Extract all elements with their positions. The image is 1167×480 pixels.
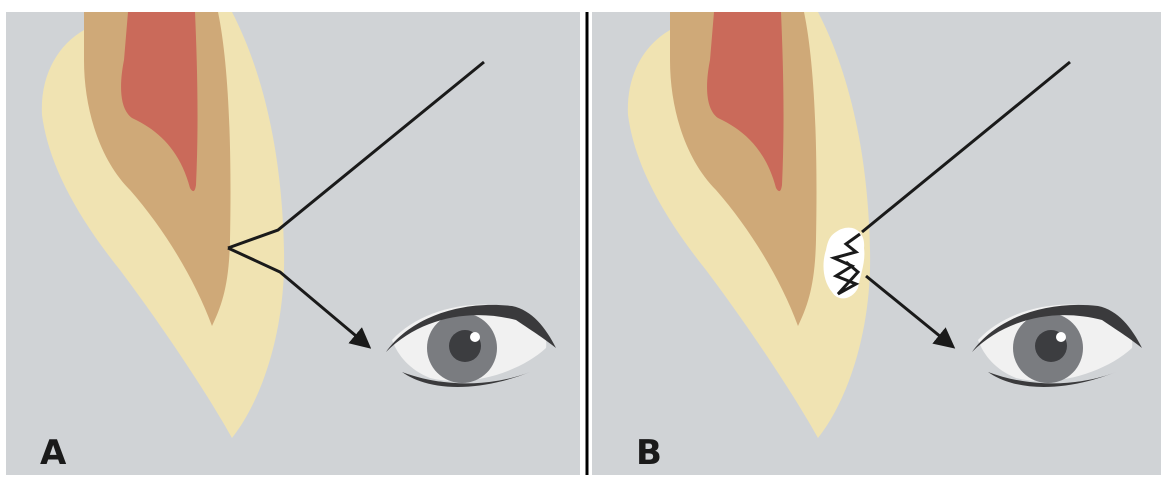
panel-b (592, 12, 1161, 475)
panel-a-label: A (40, 436, 66, 470)
eye-highlight (470, 332, 480, 342)
panel-b-label: B (636, 436, 662, 470)
panel-a (6, 12, 580, 475)
eye-highlight (1056, 332, 1066, 342)
